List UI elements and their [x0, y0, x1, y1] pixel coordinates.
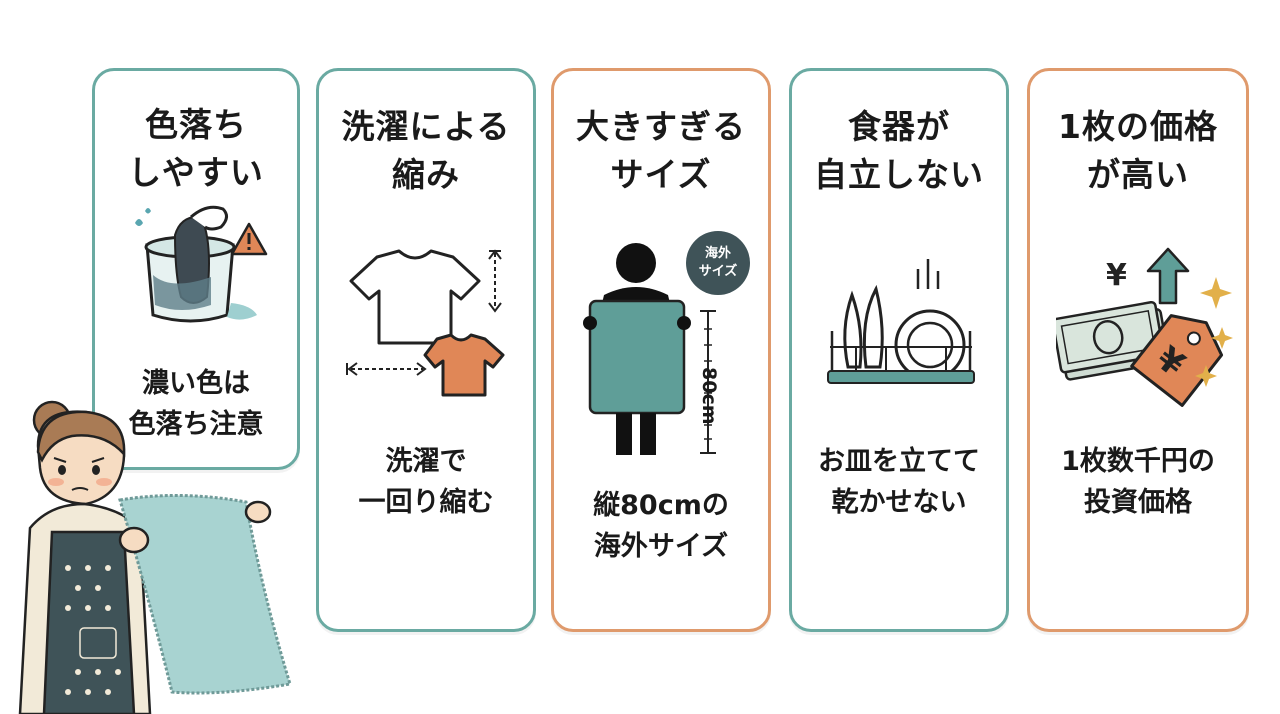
card-caption: 濃い色は 色落ち注意 [128, 368, 264, 440]
card-color-bleed: 色落ち しやすい 濃い色は 色落ち注意 [92, 68, 300, 470]
warning-icon [230, 222, 268, 256]
dish-rack-icon [827, 259, 975, 384]
dye-bleed-icon [135, 205, 257, 323]
card-high-price: 1枚の価格 が高い ¥ ¥ 1枚数千円の 投資価格 [1027, 68, 1249, 632]
card-title: 色落ち しやすい [128, 105, 264, 192]
card-title: 洗濯による 縮み [341, 107, 511, 194]
card-caption: 縦80cmの 海外サイズ [593, 490, 729, 562]
card-caption: 1枚数千円の 投資価格 [1061, 446, 1215, 518]
card-title: 食器が 自立しない [814, 107, 984, 194]
money-price-tag-icon: ¥ ¥ [1056, 247, 1233, 407]
svg-text:¥: ¥ [1106, 258, 1127, 293]
person-holding-towel-icon [583, 243, 716, 455]
card-oversize: 大きすぎる サイズ 80cm 海外 サイズ 縦80cmの 海外サイズ [551, 68, 771, 632]
card-shrinkage: 洗濯による 縮み 洗濯で 一回り縮む [316, 68, 536, 632]
card-caption: 洗濯で 一回り縮む [358, 446, 494, 518]
card-dish-rack: 食器が 自立しない お皿を立てて 乾かせない [789, 68, 1009, 632]
worried-woman-illustration [18, 400, 292, 714]
card-title: 大きすぎる サイズ [576, 107, 746, 194]
overseas-size-badge: 海外 サイズ [686, 231, 750, 295]
card-title: 1枚の価格 が高い [1058, 107, 1218, 194]
card-caption: お皿を立てて 乾かせない [818, 446, 980, 518]
measure-label: 80cm [698, 367, 720, 425]
shrinking-shirt-icon [346, 249, 505, 397]
